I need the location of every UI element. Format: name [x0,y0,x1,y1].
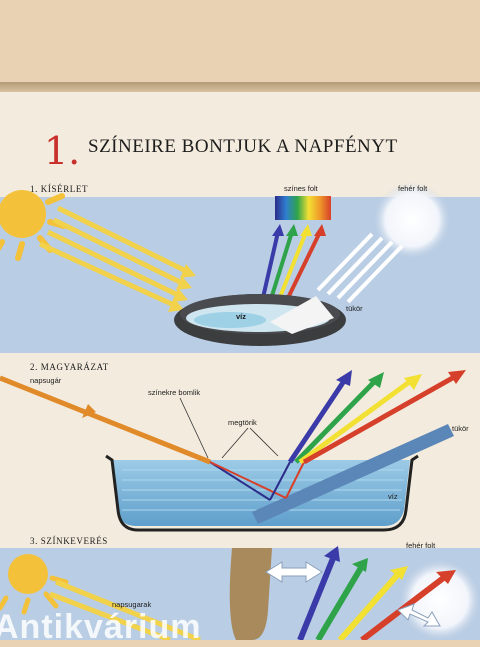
water-basin [174,294,346,346]
sunrays-label: napsugarak [112,600,152,609]
tank-outline [105,454,419,532]
incoming-sunray [0,375,211,465]
mirror-plate [270,296,334,334]
section-label-mixing: 3. SZÍNKEVERÉS [30,536,108,546]
mirror-label: tükör [346,304,363,313]
prism-holder [229,548,272,640]
refracts-label: megtörik [228,418,257,427]
splits-into-colors-label: színekre bomlik [148,388,201,397]
chapter-number: 1. [44,129,81,173]
dispersed-ray-arrowheads [336,370,466,390]
white-spot [400,560,480,640]
water-label: víz [388,492,398,501]
refracted-rays [209,461,305,501]
section-label-explanation: 2. MAGYARÁZAT [30,362,109,372]
label-pointer-lines [179,397,279,459]
white-spot-label: fehér folt [398,184,428,193]
section-label-experiment: 1. KÍSÉRLET [30,184,89,194]
spectrum-ray-arrowheads [272,224,326,236]
spectrum-rays-up [260,231,322,303]
water-label: víz [236,312,247,321]
mirror-slab [252,424,454,524]
antikvarium-watermark: Antikvárium [0,608,202,646]
sunray-label: napsugár [30,376,62,385]
white-double-arrow-icon [265,561,441,627]
mixing-panel [0,546,480,640]
sunray-beams [49,579,201,640]
incoming-sunray-arrow [82,404,96,418]
sunray-arrowheads [168,264,196,312]
white-reflected-rays [316,232,404,304]
dispersed-spectrum-rays [287,373,458,465]
sun-icon [0,554,69,615]
chapter-title: SZÍNEIRE BONTJUK A NAPFÉNYT [88,136,398,157]
white-spot [374,182,450,258]
explanation-panel [0,362,480,536]
colored-spot [275,196,331,220]
sunray-beams [38,205,190,309]
experiment-panel [0,182,480,353]
colored-spot-label: színes folt [284,184,318,193]
mixing-ray-arrowheads [324,546,456,584]
white-spot-label: fehér folt [406,541,436,550]
mirror-label: tükör [452,424,469,433]
